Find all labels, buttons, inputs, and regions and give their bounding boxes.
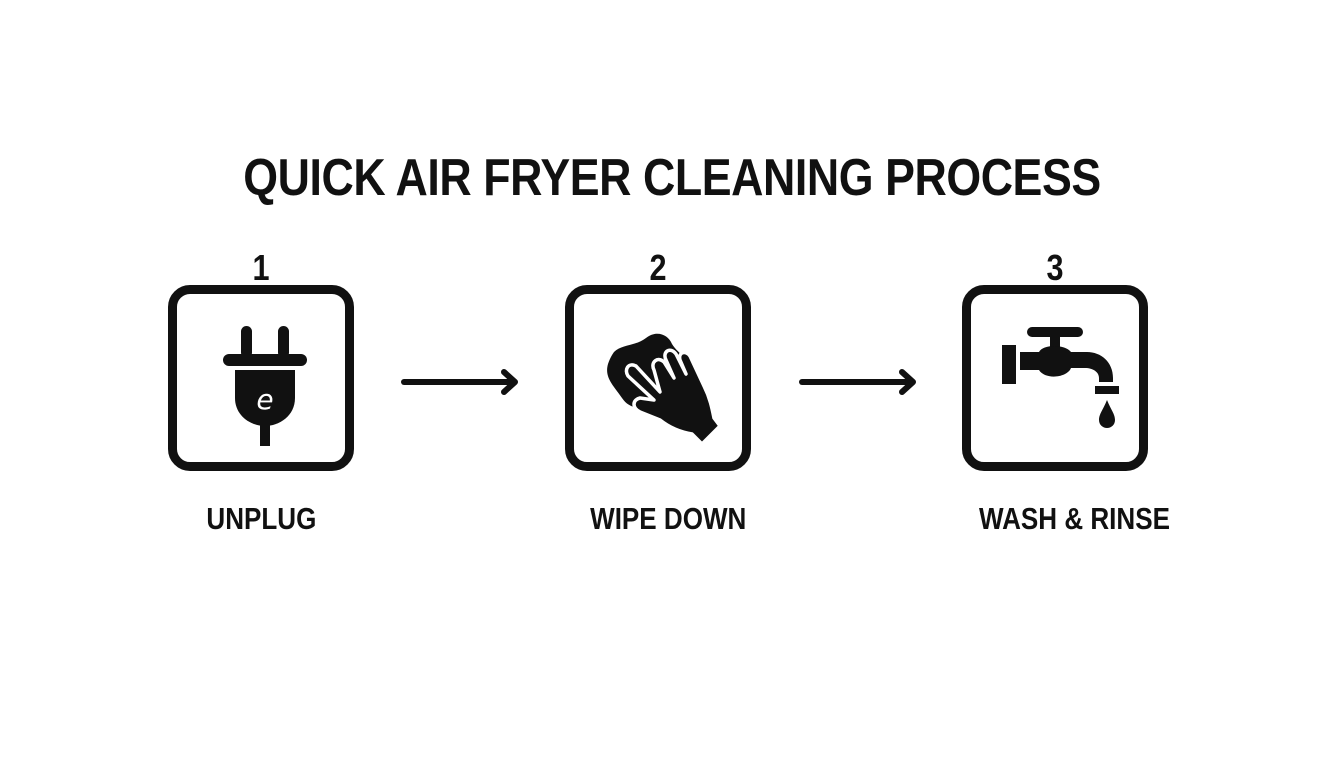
page-title: QUICK AIR FRYER CLEANING PROCESS bbox=[243, 149, 1101, 207]
step-label: WIPE DOWN bbox=[590, 501, 747, 536]
step-label: UNPLUG bbox=[206, 501, 317, 536]
step-icon-box: e bbox=[168, 285, 354, 471]
arrow-right-icon bbox=[401, 369, 518, 395]
step-icon-box bbox=[962, 285, 1148, 471]
step-number: 3 bbox=[1046, 247, 1064, 288]
step-icon-box bbox=[565, 285, 751, 471]
step-number: 2 bbox=[649, 247, 667, 288]
plug-icon: e bbox=[223, 326, 307, 446]
step-number: 1 bbox=[252, 247, 270, 288]
step-label: WASH & RINSE bbox=[978, 501, 1170, 536]
arrow-right-icon bbox=[799, 369, 916, 395]
faucet-water-drop-icon bbox=[1002, 327, 1119, 428]
hand-wiping-cloth-icon bbox=[607, 333, 722, 446]
svg-text:e: e bbox=[256, 383, 273, 416]
